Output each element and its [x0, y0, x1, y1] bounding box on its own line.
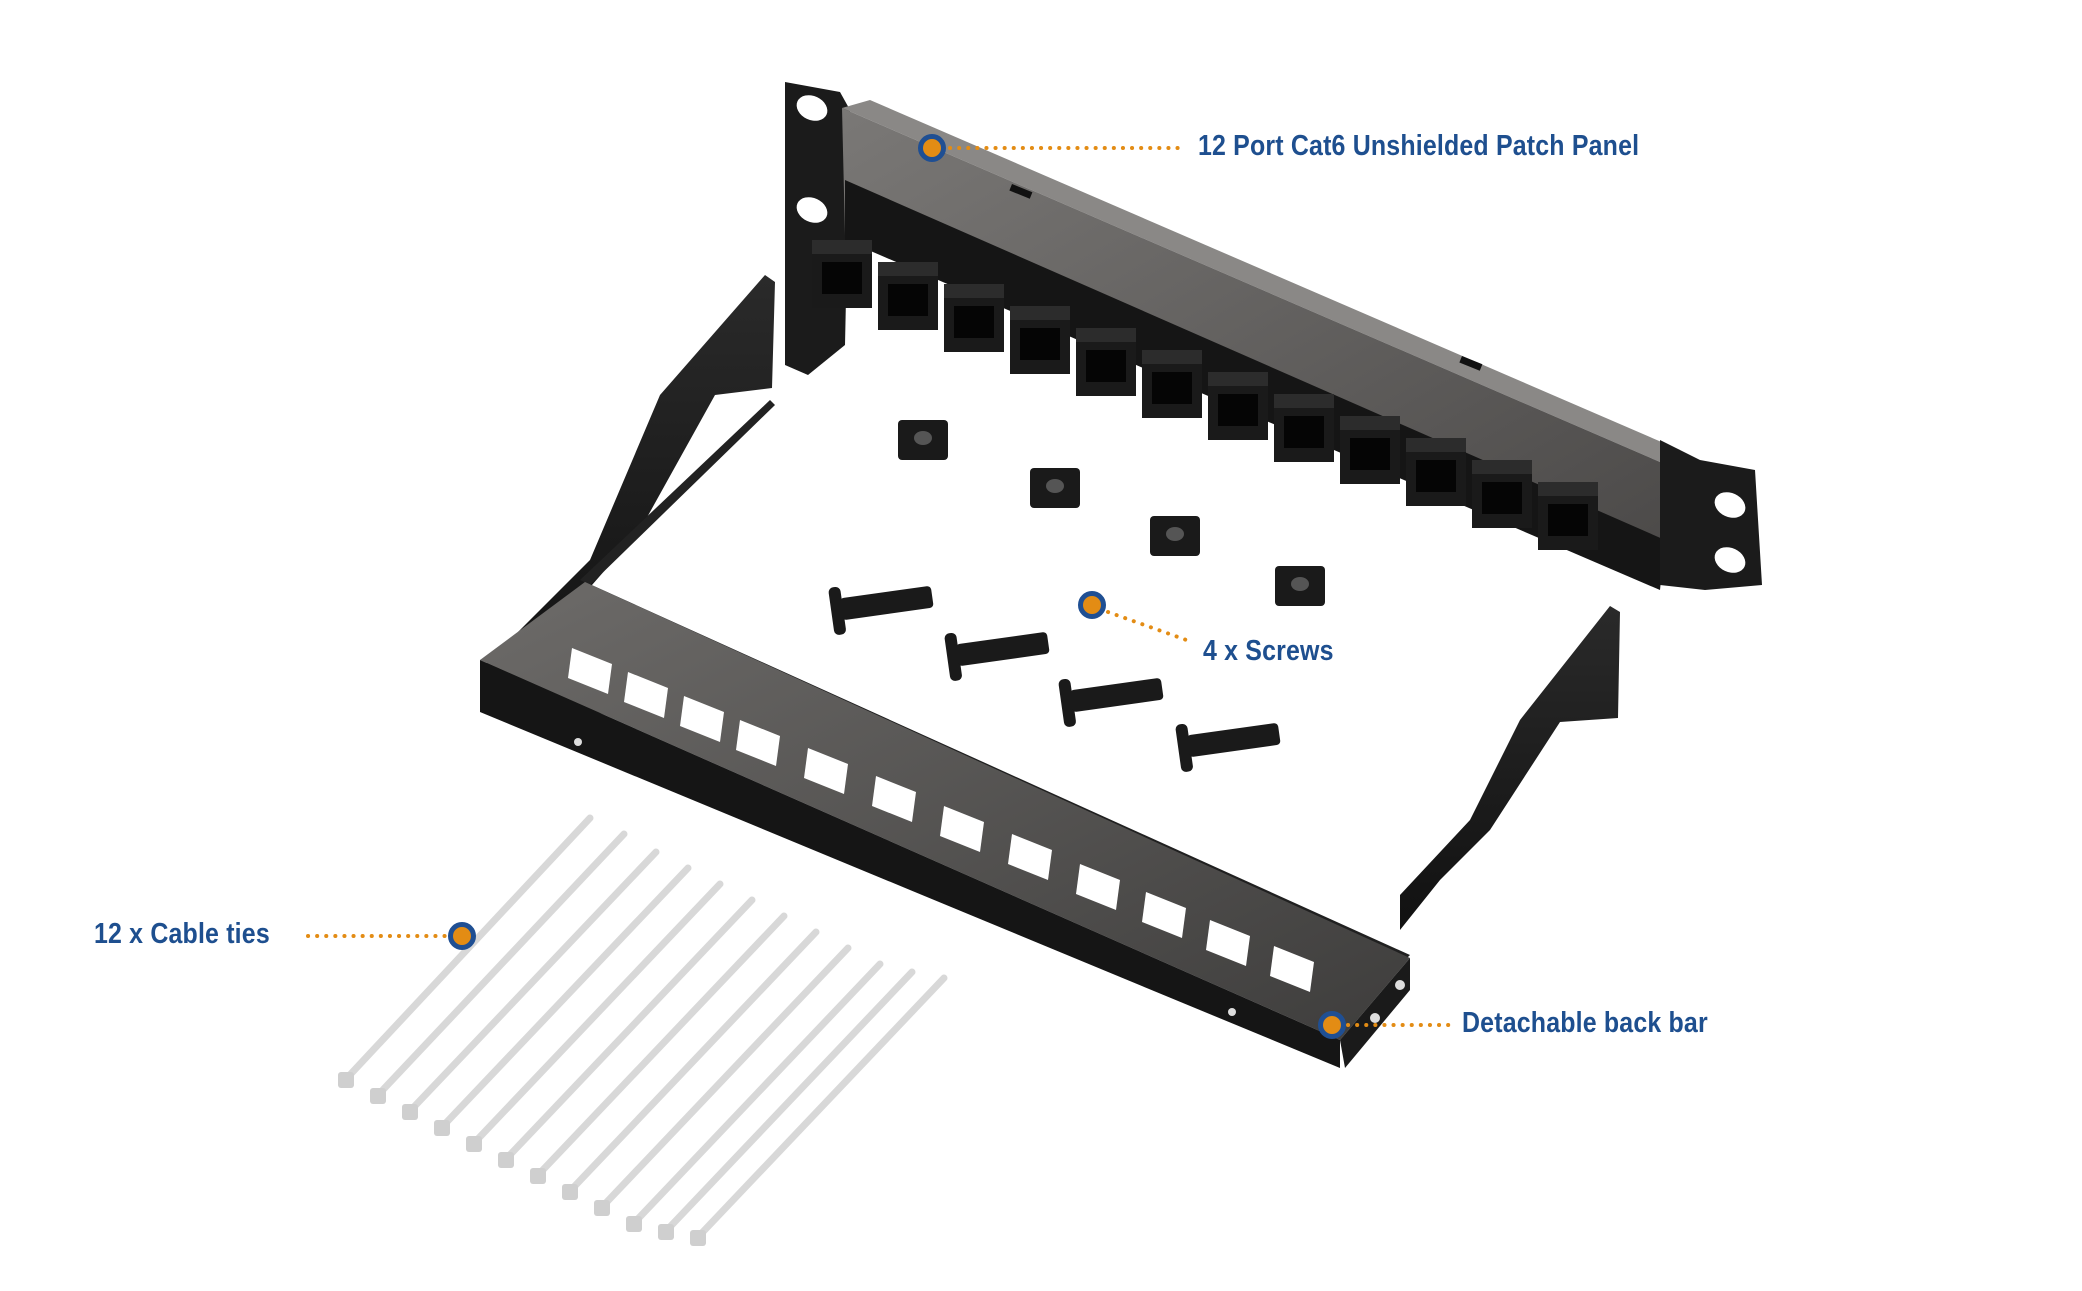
keystone-port [1340, 416, 1400, 484]
cable-tie [599, 944, 852, 1210]
keystone-port [812, 240, 872, 308]
cage-nut [1030, 468, 1080, 508]
cable-tie [503, 896, 756, 1162]
cage-nuts [898, 420, 1325, 606]
keystone-port [1208, 372, 1268, 440]
panel-right-ear [1660, 440, 1762, 590]
panel-left-ear [785, 82, 850, 375]
back-bar-slots [568, 648, 1314, 992]
keystone-port [878, 262, 938, 330]
cable-tie [407, 848, 660, 1114]
bracket-right-arm [1400, 606, 1620, 930]
callout-marker-cable-ties [448, 922, 476, 950]
keystone-ports [812, 240, 1598, 550]
screw [1058, 678, 1164, 727]
slot [568, 648, 612, 694]
cable-tie-heads [338, 1072, 706, 1246]
keystone-port [1076, 328, 1136, 396]
slot [736, 720, 780, 766]
slot [940, 806, 984, 852]
cage-nut [1150, 516, 1200, 556]
slot [1270, 946, 1314, 992]
cable-tie [439, 864, 692, 1130]
leader-lines [306, 146, 1452, 1027]
bracket-left-arm [480, 275, 775, 705]
slot [624, 672, 668, 718]
slot [872, 776, 916, 822]
callout-label-patch-panel: 12 Port Cat6 Unshielded Patch Panel [1198, 130, 1640, 162]
leader-line-screws [1106, 610, 1194, 644]
callout-marker-screws [1078, 591, 1106, 619]
ear-hole [1714, 492, 1746, 518]
keystone-port [1472, 460, 1532, 528]
ear-hole [1714, 547, 1746, 573]
cable-tie [375, 830, 628, 1098]
cable-tie [471, 880, 724, 1146]
cable-tie [631, 960, 884, 1226]
callout-label-screws: 4 x Screws [1203, 635, 1334, 667]
cable-tie [567, 928, 820, 1194]
patch-panel [785, 82, 1762, 590]
screw [828, 586, 934, 635]
cable-tie [535, 912, 788, 1178]
callout-marker-patch-panel [918, 134, 946, 162]
detachable-back-bar [480, 275, 1620, 1068]
keystone-port [1142, 350, 1202, 418]
keystone-port [1010, 306, 1070, 374]
ear-hole [796, 197, 828, 223]
callout-marker-back-bar [1318, 1011, 1346, 1039]
keystone-port [944, 284, 1004, 352]
keystone-port [1538, 482, 1598, 550]
callout-label-cable-ties: 12 x Cable ties [94, 918, 270, 950]
keystone-port [1274, 394, 1334, 462]
panel-top-face [842, 100, 1680, 462]
keystone-port [1406, 438, 1466, 506]
cable-tie [663, 968, 916, 1234]
callout-label-back-bar: Detachable back bar [1462, 1007, 1708, 1039]
slot [1206, 920, 1250, 966]
ear-hole [796, 95, 828, 121]
screw [944, 632, 1050, 681]
slot [1008, 834, 1052, 880]
screw [1175, 723, 1281, 772]
slot [1142, 892, 1186, 938]
slot [804, 748, 848, 794]
cage-nut [898, 420, 948, 460]
cable-ties [343, 814, 948, 1240]
screws [828, 586, 1281, 772]
cable-tie [695, 974, 948, 1240]
cage-nut [1275, 566, 1325, 606]
slot [680, 696, 724, 742]
slot [1076, 864, 1120, 910]
